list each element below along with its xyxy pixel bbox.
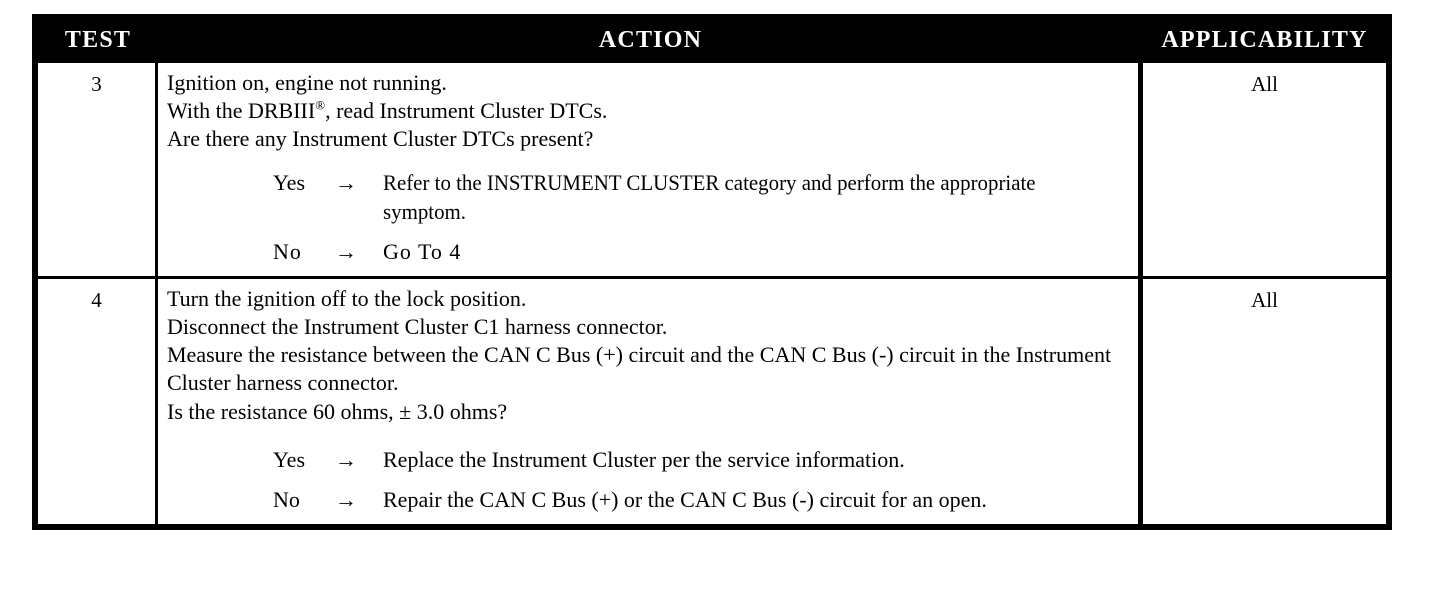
action-statement: Are there any Instrument Cluster DTCs pr… xyxy=(167,126,594,152)
column-header-action: ACTION xyxy=(598,27,703,53)
branch-label-no: No xyxy=(273,486,300,512)
action-statement-drbiii: With the DRBIII®, read Instrument Cluste… xyxy=(167,97,1130,125)
action-statement: Disconnect the Instrument Cluster C1 har… xyxy=(167,314,668,340)
arrow-right-icon: → xyxy=(335,238,357,264)
branch-text-yes: Replace the Instrument Cluster per the s… xyxy=(383,446,905,472)
arrow-right-icon: → xyxy=(335,486,357,512)
branch-text-yes: Refer to the INSTRUMENT CLUSTER category… xyxy=(383,170,1036,224)
test-number-cell: 3 xyxy=(38,63,158,276)
registered-trademark-icon: ® xyxy=(315,97,326,113)
branch-label-yes: Yes xyxy=(273,170,306,196)
branch-text-no: Go To 4 xyxy=(383,238,462,264)
branch-yes: Yes → Refer to the INSTRUMENT CLUSTER ca… xyxy=(167,169,1130,225)
diagnostic-procedure-table: TEST ACTION APPLICABILITY 3 Ignition on,… xyxy=(32,14,1392,531)
branch-text-no: Repair the CAN C Bus (+) or the CAN C Bu… xyxy=(383,486,987,512)
action-statement: Ignition on, engine not running. xyxy=(167,70,447,95)
branch-label-no: No xyxy=(273,238,302,264)
applicability-cell: All xyxy=(1251,287,1278,312)
branch-yes: Yes → Replace the Instrument Cluster per… xyxy=(167,446,1130,474)
table-row: 3 Ignition on, engine not running. With … xyxy=(38,60,1386,276)
branch-no: No → Repair the CAN C Bus (+) or the CAN… xyxy=(167,486,1130,514)
table-header-row: TEST ACTION APPLICABILITY xyxy=(38,20,1386,60)
branch-list: Yes → Refer to the INSTRUMENT CLUSTER ca… xyxy=(167,169,1130,265)
table-row: 4 Turn the ignition off to the lock posi… xyxy=(38,275,1386,525)
arrow-right-icon: → xyxy=(335,446,357,472)
drbiii-suffix: , read Instrument Cluster DTCs. xyxy=(325,98,608,124)
column-header-test: TEST xyxy=(64,27,132,53)
action-statement: Turn the ignition off to the lock positi… xyxy=(167,285,527,311)
action-cell: Ignition on, engine not running. With th… xyxy=(158,63,1143,276)
applicability-cell: All xyxy=(1251,72,1278,96)
arrow-right-icon: → xyxy=(335,170,357,196)
branch-list: Yes → Replace the Instrument Cluster per… xyxy=(167,446,1130,514)
test-number-cell: 4 xyxy=(38,278,158,525)
column-header-applicability: APPLICABILITY xyxy=(1161,27,1368,53)
drbiii-text: With the DRBIII xyxy=(167,98,316,124)
action-statement: Measure the resistance between the CAN C… xyxy=(167,342,1112,396)
branch-label-yes: Yes xyxy=(273,446,306,472)
branch-no: No → Go To 4 xyxy=(167,238,1130,266)
action-statement: Is the resistance 60 ohms, ± 3.0 ohms? xyxy=(167,398,508,424)
action-cell: Turn the ignition off to the lock positi… xyxy=(158,278,1143,525)
